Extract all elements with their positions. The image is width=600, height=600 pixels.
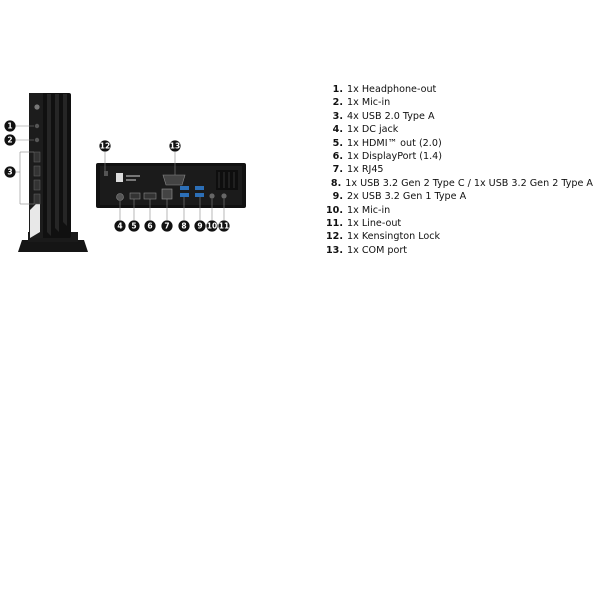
spec-item: 3. 4x USB 2.0 Type A — [318, 110, 593, 123]
spec-text: 2x USB 3.2 Gen 1 Type A — [347, 191, 467, 203]
callout-8: 8 — [178, 220, 190, 232]
spec-text: 1x HDMI™ out (2.0) — [347, 137, 442, 149]
callout-label: 13 — [170, 142, 180, 151]
callout-11: 11 — [218, 220, 230, 232]
spec-item: 5. 1x HDMI™ out (2.0) — [318, 137, 593, 150]
spec-number: 11. — [326, 218, 343, 230]
callout-circle — [218, 220, 230, 232]
spec-item: 6. 1x DisplayPort (1.4) — [318, 150, 593, 163]
spec-item: 7. 1x RJ45 — [318, 163, 593, 176]
callout-2: 2 — [4, 134, 16, 146]
spec-item: 8.1x USB 3.2 Gen 2 Type C / 1x USB 3.2 G… — [318, 177, 593, 190]
callout-circle — [99, 140, 111, 152]
callout-label: 5 — [131, 222, 136, 231]
callout-circle — [178, 220, 190, 232]
spec-text: 1x Kensington Lock — [347, 231, 441, 243]
callout-12: 12 — [99, 140, 111, 152]
spec-text: 1x Mic-in — [347, 204, 391, 216]
spec-number: 1. — [332, 84, 343, 95]
callout-circle — [161, 220, 173, 232]
spec-number: 9. — [332, 191, 343, 203]
spec-number: 3. — [332, 110, 343, 122]
spec-number: 12. — [326, 231, 343, 243]
spec-text: 1x COM port — [347, 244, 408, 256]
callout-circle — [194, 220, 206, 232]
callout-circle — [169, 140, 181, 152]
callout-3: 3 — [4, 166, 16, 178]
callout-circle — [4, 166, 16, 178]
callout-label: 12 — [100, 142, 110, 151]
spec-text: 4x USB 2.0 Type A — [347, 110, 435, 122]
spec-item: 4. 1x DC jack — [318, 123, 593, 136]
callout-9: 9 — [194, 220, 206, 232]
callout-circle — [144, 220, 156, 232]
spec-item: 13. 1x COM port — [318, 244, 593, 257]
callout-label: 3 — [7, 168, 12, 177]
callout-circle — [4, 120, 16, 132]
callout-label: 6 — [147, 222, 152, 231]
callout-4: 4 — [114, 220, 126, 232]
pc-back-view — [96, 152, 246, 220]
spec-item: 1. 1x Headphone-out — [318, 83, 593, 96]
callout-label: 2 — [7, 136, 12, 145]
spec-number: 5. — [332, 137, 343, 149]
spec-number: 4. — [332, 124, 343, 136]
pc-front-view — [14, 93, 88, 252]
callout-1: 1 — [4, 120, 16, 132]
spec-text: 1x RJ45 — [347, 164, 384, 176]
spec-number: 2. — [332, 97, 343, 109]
spec-item: 12. 1x Kensington Lock — [318, 230, 593, 243]
callout-circle — [114, 220, 126, 232]
callout-label: 7 — [164, 222, 169, 231]
callout-6: 6 — [144, 220, 156, 232]
spec-text: 1x Line-out — [347, 218, 402, 230]
callout-label: 11 — [219, 222, 229, 231]
spec-number: 7. — [332, 164, 343, 176]
spec-number: 10. — [326, 204, 343, 216]
callout-label: 10 — [207, 222, 217, 231]
port-spec-list: 1. 1x Headphone-out 2. 1x Mic-in 3. 4x USB 2.… — [318, 83, 593, 257]
spec-item: 2. 1x Mic-in — [318, 96, 593, 109]
spec-text: 1x Headphone-out — [347, 84, 437, 95]
callout-circle — [4, 134, 16, 146]
spec-item: 10. 1x Mic-in — [318, 204, 593, 217]
spec-number: 13. — [326, 244, 343, 256]
callout-label: 8 — [181, 222, 186, 231]
callout-label: 1 — [7, 122, 12, 131]
callout-label: 4 — [117, 222, 122, 231]
spec-number: 8. — [330, 177, 342, 189]
callout-label: 9 — [197, 222, 202, 231]
spec-item: 11. 1x Line-out — [318, 217, 593, 230]
callout-circle — [128, 220, 140, 232]
spec-text: 1x Mic-in — [347, 97, 391, 109]
callout-13: 13 — [169, 140, 181, 152]
spec-item: 9. 2x USB 3.2 Gen 1 Type A — [318, 190, 593, 203]
spec-text: 1x DisplayPort (1.4) — [347, 151, 443, 163]
spec-text: 1x USB 3.2 Gen 2 Type C / 1x USB 3.2 Gen… — [345, 177, 593, 189]
callout-circle — [206, 220, 218, 232]
callout-10: 10 — [206, 220, 218, 232]
spec-text: 1x DC jack — [347, 124, 399, 136]
callout-7: 7 — [161, 220, 173, 232]
spec-number: 6. — [332, 151, 343, 163]
callout-5: 5 — [128, 220, 140, 232]
